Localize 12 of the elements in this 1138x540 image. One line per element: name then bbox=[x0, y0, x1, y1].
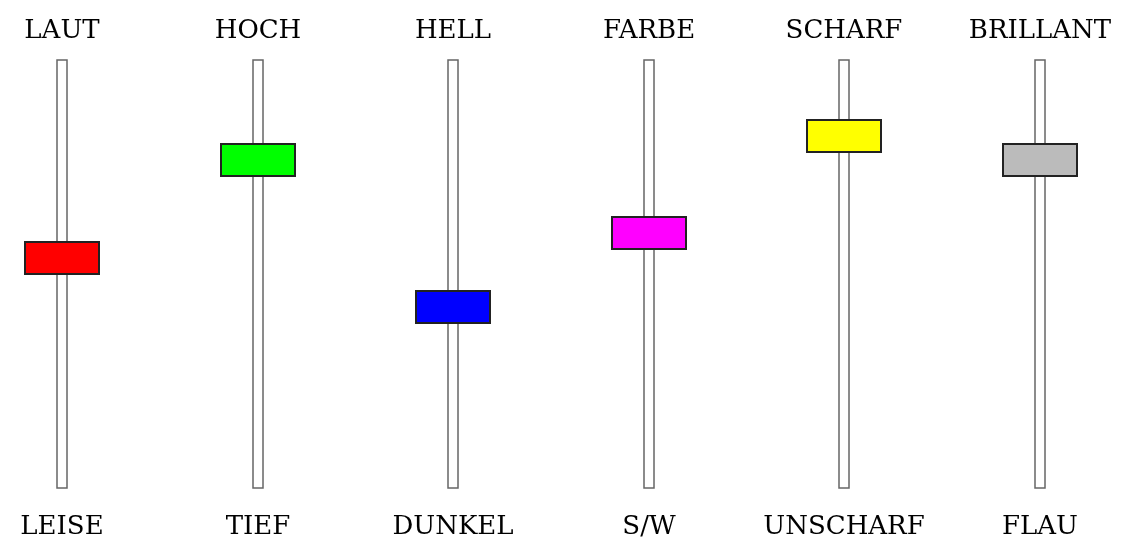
upper-scale-label: BRILLANT bbox=[968, 14, 1112, 44]
lower-scale-label: TIEF bbox=[225, 510, 291, 540]
upper-scale-label: HELL bbox=[414, 14, 492, 44]
lower-scale-label: UNSCHARF bbox=[763, 510, 925, 540]
upper-scale-label: LAUT bbox=[24, 14, 100, 44]
upper-scale-label: HOCH bbox=[214, 14, 302, 44]
upper-scale-label: FARBE bbox=[602, 14, 696, 44]
upper-scale-label: SCHARF bbox=[785, 14, 903, 44]
lower-scale-label: S/W bbox=[622, 510, 676, 540]
lower-scale-label: FLAU bbox=[1002, 510, 1078, 540]
lower-scale-label: DUNKEL bbox=[392, 510, 514, 540]
lower-scale-label: LEISE bbox=[20, 510, 104, 540]
